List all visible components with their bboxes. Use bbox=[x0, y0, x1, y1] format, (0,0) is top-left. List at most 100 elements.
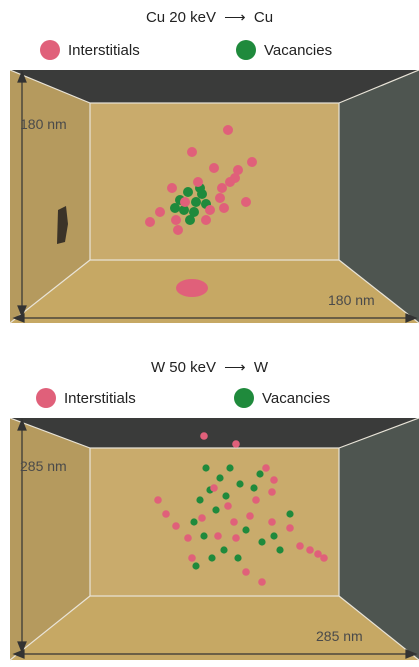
interstitial-particle bbox=[246, 512, 254, 520]
box-back-face bbox=[90, 103, 339, 260]
interstitial-particle bbox=[155, 207, 165, 217]
legend-interstitials: Interstitials bbox=[36, 388, 136, 408]
vacancy-particle bbox=[256, 470, 264, 478]
vacancy-marker-icon bbox=[236, 40, 256, 60]
interstitial-particle bbox=[286, 524, 294, 532]
interstitial-particle bbox=[167, 183, 177, 193]
panel-2-product: W bbox=[253, 359, 269, 376]
vacancy-particle bbox=[185, 215, 195, 225]
interstitial-particle bbox=[219, 203, 229, 213]
box-floor-face bbox=[10, 260, 419, 323]
interstitial-particle bbox=[209, 163, 219, 173]
box-right-face bbox=[339, 70, 419, 323]
legend-vacancies: Vacancies bbox=[236, 40, 332, 60]
interstitial-particle bbox=[262, 464, 270, 472]
vacancy-particle bbox=[222, 492, 230, 500]
interstitial-particle bbox=[233, 165, 243, 175]
interstitial-particle bbox=[214, 532, 222, 540]
vacancy-particle bbox=[202, 464, 210, 472]
interstitial-particle bbox=[154, 496, 162, 504]
box-right-face bbox=[339, 418, 419, 660]
interstitial-particle bbox=[232, 440, 240, 448]
horizontal-dimension-label: 285 nm bbox=[316, 628, 363, 644]
interstitial-particle bbox=[215, 193, 225, 203]
interstitial-particle bbox=[200, 432, 208, 440]
vacancy-particle bbox=[220, 546, 228, 554]
vacancy-marker-icon bbox=[234, 388, 254, 408]
horizontal-dimension-label: 180 nm bbox=[328, 292, 375, 308]
interstitial-particle bbox=[270, 476, 278, 484]
vacancy-particle bbox=[192, 562, 200, 570]
panel-1-arrow: ⟶ bbox=[224, 9, 246, 26]
interstitial-particle bbox=[188, 554, 196, 562]
interstitial-particle bbox=[187, 147, 197, 157]
interstitial-particle bbox=[268, 518, 276, 526]
interstitial-particle bbox=[258, 578, 266, 586]
vacancy-particle bbox=[258, 538, 266, 546]
vacancy-particle bbox=[170, 203, 180, 213]
interstitial-particle bbox=[217, 183, 227, 193]
box-top-face bbox=[10, 70, 419, 103]
box-floor-face bbox=[10, 596, 419, 660]
interstitial-particle bbox=[320, 554, 328, 562]
interstitial-particle bbox=[306, 546, 314, 554]
vacancy-particle bbox=[212, 506, 220, 514]
interstitial-particle bbox=[210, 484, 218, 492]
interstitial-particle bbox=[172, 522, 180, 530]
interstitial-particle bbox=[224, 502, 232, 510]
interstitial-particle bbox=[314, 550, 322, 558]
vacancy-particle bbox=[250, 484, 258, 492]
panel-1-title: Cu 20 keV ⟶ Cu bbox=[0, 8, 419, 26]
interstitial-particle bbox=[252, 496, 260, 504]
box-back-face bbox=[90, 448, 339, 596]
box-left-face bbox=[10, 418, 90, 660]
vacancy-particle bbox=[196, 496, 204, 504]
interstitial-particle bbox=[232, 534, 240, 542]
interstitial-particle bbox=[268, 488, 276, 496]
interstitial-marker-icon bbox=[36, 388, 56, 408]
interstitial-marker-icon bbox=[40, 40, 60, 60]
interstitial-particle bbox=[162, 510, 170, 518]
panel-1-projectile: Cu 20 keV bbox=[145, 9, 216, 26]
interstitial-particle bbox=[247, 157, 257, 167]
interstitial-particle bbox=[242, 568, 250, 576]
vacancy-particle bbox=[276, 546, 284, 554]
vacancy-particle bbox=[234, 554, 242, 562]
legend-interstitials: Interstitials bbox=[40, 40, 140, 60]
floor-interstitial-cluster bbox=[176, 279, 208, 297]
panel-2-arrow: ⟶ bbox=[224, 359, 246, 376]
panel-2-title: W 50 keV ⟶ W bbox=[0, 358, 419, 376]
interstitial-particle bbox=[184, 534, 192, 542]
vacancy-particle bbox=[191, 197, 201, 207]
interstitial-particle bbox=[171, 215, 181, 225]
surface-artifact bbox=[57, 206, 68, 244]
box-top-face bbox=[10, 418, 419, 448]
interstitial-particle bbox=[230, 518, 238, 526]
interstitial-particle bbox=[173, 225, 183, 235]
panel-1-product: Cu bbox=[253, 9, 274, 26]
vacancy-particle bbox=[183, 187, 193, 197]
vacancy-particle bbox=[242, 526, 250, 534]
vacancy-particle bbox=[179, 205, 189, 215]
legend-vacancies: Vacancies bbox=[234, 388, 330, 408]
vacancy-particle bbox=[190, 518, 198, 526]
box-left-face bbox=[10, 70, 90, 323]
vertical-dimension-label: 285 nm bbox=[20, 458, 67, 474]
interstitial-particle bbox=[198, 514, 206, 522]
vacancy-particle bbox=[189, 207, 199, 217]
interstitial-particle bbox=[205, 205, 215, 215]
interstitial-particle bbox=[201, 215, 211, 225]
vacancy-particle bbox=[200, 532, 208, 540]
interstitial-particle bbox=[145, 217, 155, 227]
panel-1-simulation-box: 180 nm 180 nm bbox=[10, 70, 419, 326]
interstitial-particle bbox=[241, 197, 251, 207]
vacancy-particle bbox=[216, 474, 224, 482]
vacancy-particle bbox=[226, 464, 234, 472]
panel-2-simulation-box: 285 nm 285 nm bbox=[10, 418, 419, 664]
vacancy-particle bbox=[208, 554, 216, 562]
vacancy-particle bbox=[270, 532, 278, 540]
panel-2-box-svg bbox=[10, 418, 419, 661]
interstitial-particle bbox=[296, 542, 304, 550]
interstitial-particle bbox=[225, 177, 235, 187]
vertical-dimension-label: 180 nm bbox=[20, 116, 67, 132]
